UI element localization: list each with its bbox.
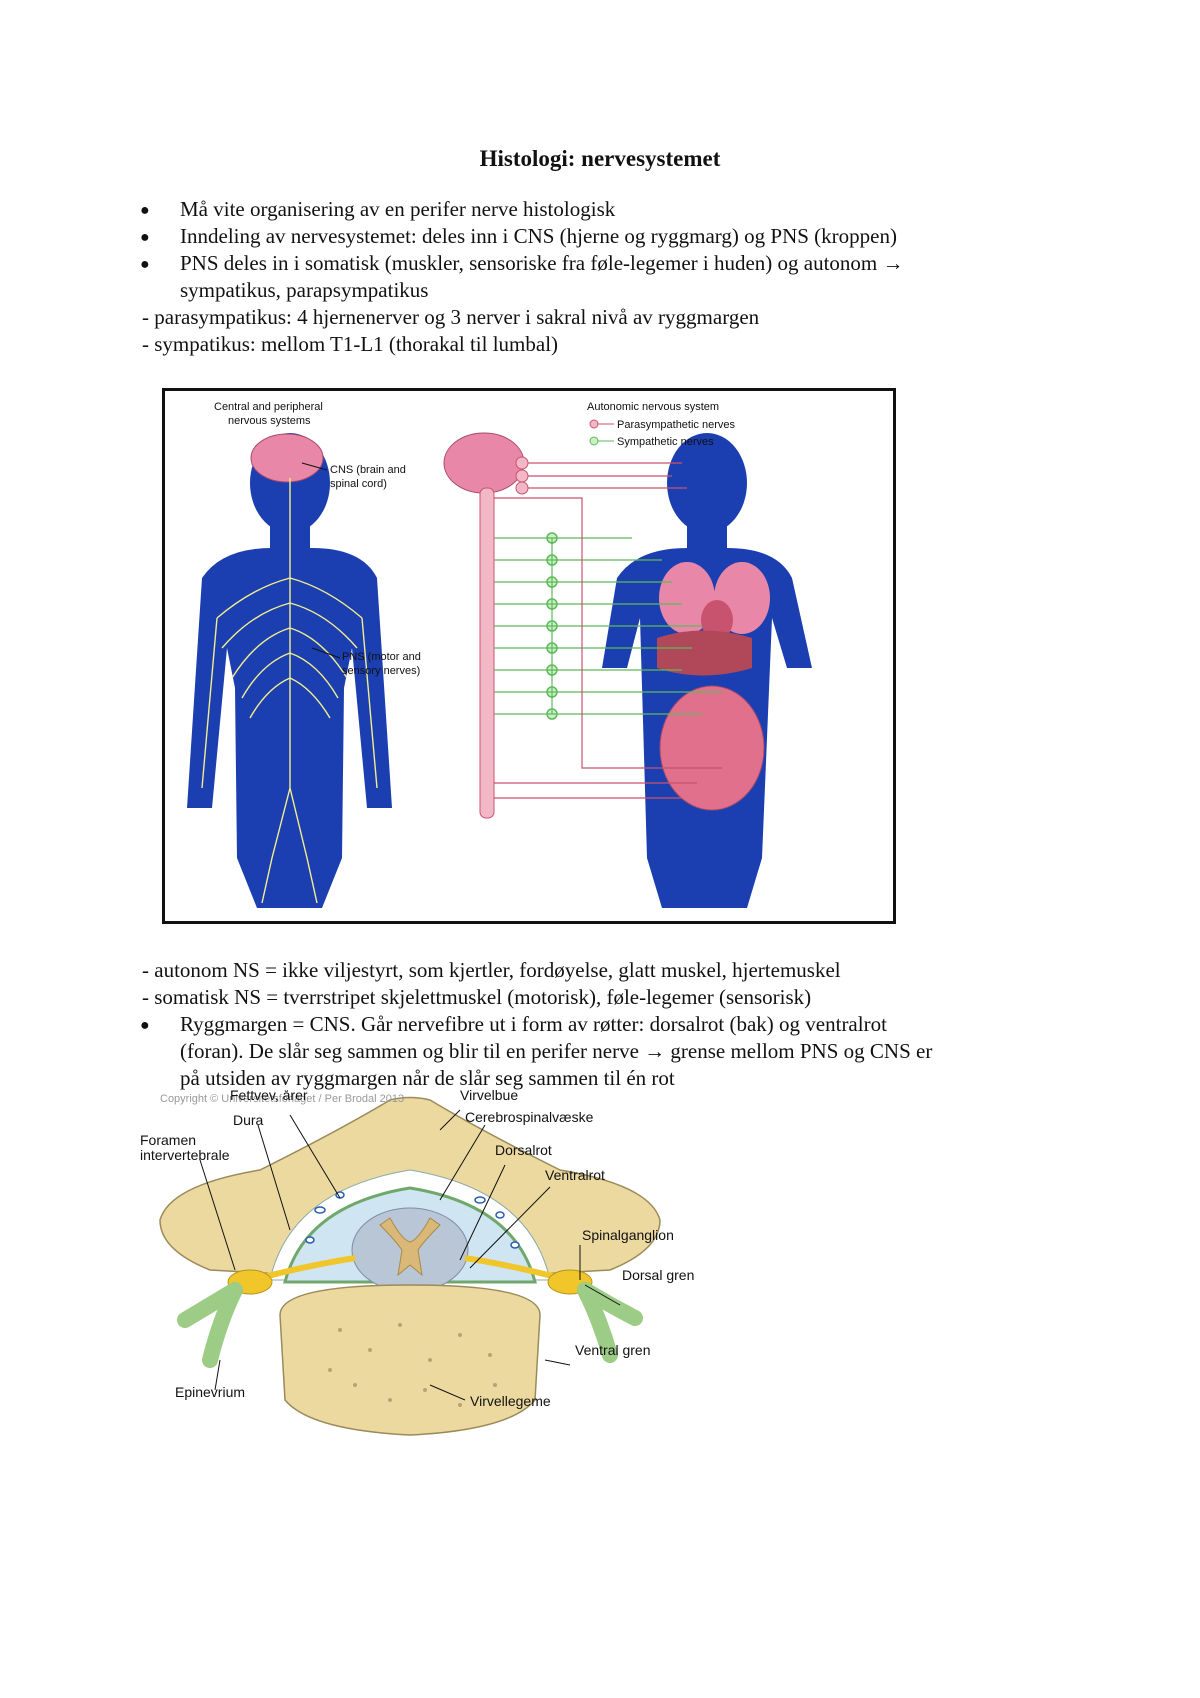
legend-markers bbox=[589, 419, 614, 446]
left-figure-title: nervous systems bbox=[228, 415, 311, 427]
cns-label: spinal cord) bbox=[330, 478, 387, 490]
leader-lines bbox=[199, 1109, 621, 1401]
bullet-icon: ● bbox=[140, 229, 150, 246]
label-epinevrium: Epinevrium bbox=[175, 1384, 245, 1400]
grey-matter bbox=[379, 1217, 441, 1277]
label-foramen: Foramen bbox=[140, 1132, 196, 1148]
parasympathetic-nerves bbox=[494, 462, 722, 799]
nervous-system-figure: Central and peripheral nervous systems C… bbox=[162, 388, 896, 924]
vertebral-body bbox=[279, 1284, 541, 1436]
cns-label: CNS (brain and bbox=[330, 464, 406, 476]
right-figure-title: Autonomic nervous system bbox=[587, 401, 719, 413]
peripheral-nerves bbox=[177, 1282, 643, 1368]
spinal-cord-cross-section: Copyright © Universitetsforlaget / Per B… bbox=[140, 1090, 694, 1436]
legend-sympathetic: Sympathetic nerves bbox=[617, 436, 714, 448]
peripheral-nerves-left bbox=[201, 478, 378, 904]
label-fettvev: Fettvev, årer bbox=[230, 1090, 308, 1103]
label-virvellegeme: Virvellegeme bbox=[470, 1393, 551, 1409]
label-foramen: intervertebrale bbox=[140, 1147, 230, 1163]
brain-right bbox=[443, 432, 525, 494]
label-csf: Cerebrospinalvæske bbox=[465, 1109, 594, 1125]
page-title: Histologi: nervesystemet bbox=[479, 146, 721, 171]
epidural-vessels bbox=[305, 1191, 520, 1249]
brain-left bbox=[250, 433, 324, 483]
bullet-item: Ryggmargen = CNS. Går nervefibre ut i fo… bbox=[180, 1012, 887, 1036]
bullet-item: PNS deles in i somatisk (muskler, sensor… bbox=[180, 251, 904, 275]
right-figure-text: Autonomic nervous system Parasympathetic… bbox=[587, 401, 735, 448]
dash-item: - sympatikus: mellom T1-L1 (thorakal til… bbox=[142, 332, 559, 356]
dash-item: - autonom NS = ikke viljestyrt, som kjer… bbox=[142, 958, 841, 982]
pns-label: sensory nerves) bbox=[342, 665, 420, 677]
bullet-item-continued: sympatikus, parapsympatikus bbox=[180, 278, 429, 302]
bullet-item-continued: (foran). De slår seg sammen og blir til … bbox=[180, 1039, 933, 1063]
sympathetic-nerves bbox=[494, 537, 722, 715]
pns-label: PNS (motor and bbox=[342, 651, 421, 663]
bullet-icon: ● bbox=[140, 202, 150, 219]
label-virvelbue: Virvelbue bbox=[460, 1090, 518, 1103]
parasympathetic-ganglia bbox=[515, 456, 529, 495]
label-ventralrot: Ventralrot bbox=[545, 1167, 605, 1183]
label-dura: Dura bbox=[233, 1112, 264, 1128]
bullet-item: Inndeling av nervesystemet: deles inn i … bbox=[180, 224, 897, 248]
dash-item: - somatisk NS = tverrstripet skjelettmus… bbox=[142, 985, 812, 1009]
bullet-icon: ● bbox=[140, 256, 150, 273]
label-dorsalrot: Dorsalrot bbox=[495, 1142, 552, 1158]
copyright-text: Copyright © Universitetsforlaget / Per B… bbox=[160, 1093, 404, 1105]
label-ventral-gren: Ventral gren bbox=[575, 1342, 651, 1358]
spinal-cord-right bbox=[479, 487, 495, 819]
nerve-roots bbox=[259, 1255, 561, 1281]
bullet-item: Må vite organisering av en perifer nerve… bbox=[180, 197, 616, 221]
bullet-item-continued: på utsiden av ryggmargen når de slår seg… bbox=[180, 1066, 675, 1090]
organs bbox=[657, 562, 770, 811]
bullet-icon: ● bbox=[140, 1017, 150, 1034]
bone-texture bbox=[328, 1323, 497, 1407]
legend-parasympathetic: Parasympathetic nerves bbox=[617, 419, 735, 431]
left-figure-text: Central and peripheral nervous systems C… bbox=[214, 401, 421, 677]
left-figure-title: Central and peripheral bbox=[214, 401, 323, 413]
dash-item: - parasympatikus: 4 hjernenerver og 3 ne… bbox=[142, 305, 760, 329]
label-spinalganglion: Spinalganglion bbox=[582, 1227, 674, 1243]
label-dorsal-gren: Dorsal gren bbox=[622, 1267, 694, 1283]
figure2-labels: Copyright © Universitetsforlaget / Per B… bbox=[140, 1090, 694, 1409]
